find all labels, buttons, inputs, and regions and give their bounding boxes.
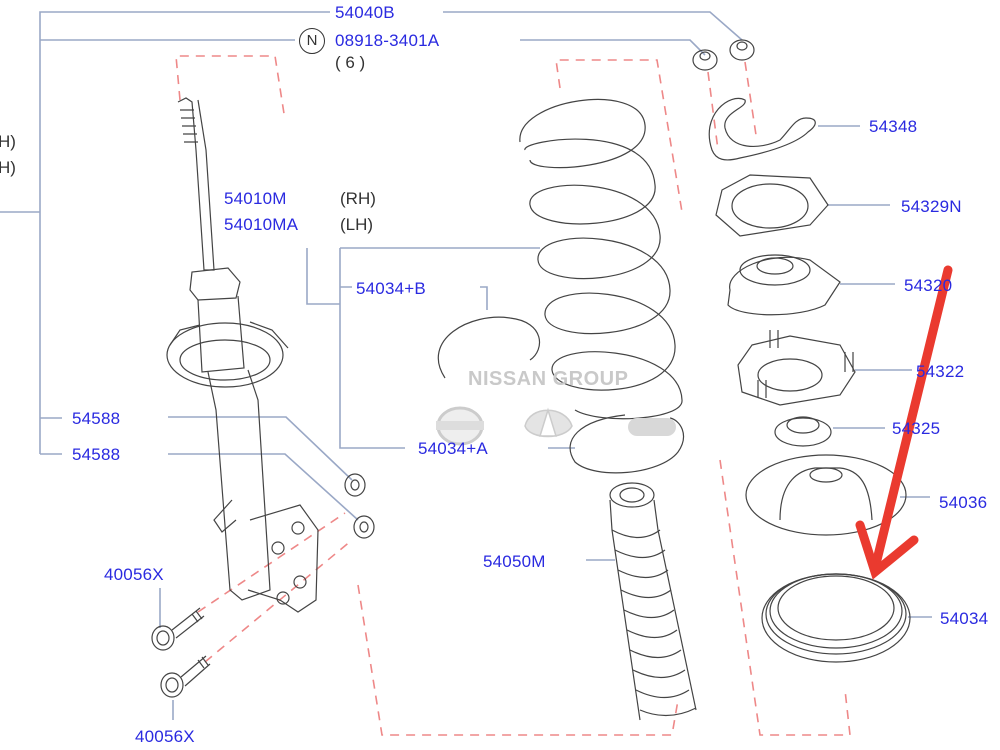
part-label-54010MA[interactable]: 54010MA: [224, 215, 299, 234]
part-label-54034[interactable]: 54034: [940, 609, 989, 628]
part-label-54320[interactable]: 54320: [904, 276, 953, 295]
leader-lines: [0, 11, 932, 720]
bracket-54348: [708, 97, 816, 161]
part-label-54034-b[interactable]: 54034+B: [356, 279, 426, 298]
part-label-54348[interactable]: 54348: [869, 117, 918, 136]
leader-frame-left: [0, 11, 330, 455]
brand-logos: [436, 406, 676, 446]
nut-54588-2: [353, 515, 375, 539]
leader-54040B: [443, 11, 743, 41]
dashed-nut-2: [744, 61, 757, 136]
infiniti-logo: [524, 407, 573, 438]
leader-08918: [520, 39, 706, 56]
part-label-40056X-1[interactable]: 40056X: [104, 565, 164, 584]
part-label-54034-a[interactable]: 54034+A: [418, 439, 488, 458]
quantity-note: ( 6 ): [335, 53, 366, 72]
nut-top-2: [729, 39, 755, 61]
part-label-40056X-2[interactable]: 40056X: [135, 727, 195, 746]
dust-boot-54050M: [609, 482, 697, 721]
mount-54320: [727, 254, 841, 316]
watermark-nissan-group: NISSAN GROUP: [468, 368, 629, 390]
part-label-54325[interactable]: 54325: [892, 419, 941, 438]
spring-seat-clip-a: [569, 414, 684, 474]
side-note-rh-cut: H): [0, 132, 16, 151]
leader-54034B-frame: [339, 247, 540, 449]
line-art: [151, 39, 911, 721]
leader-54588b: [168, 453, 359, 521]
insulator-54034: [761, 573, 911, 663]
strut-assembly: [166, 97, 319, 613]
side-note-lh-cut: H): [0, 158, 16, 177]
bolt-40056X-2: [160, 655, 211, 698]
red-arrow-annotation: [855, 265, 953, 580]
coil-spring: [519, 98, 683, 420]
side-note-lh: (LH): [340, 215, 374, 234]
dashed-spring-group: [555, 59, 683, 213]
dashed-nut-1: [707, 71, 719, 151]
nut-54588-1: [344, 473, 366, 497]
mount-plate-54322: [737, 330, 856, 406]
dashed-bottom-left: [357, 584, 679, 736]
leader-54034B-ring: [480, 286, 488, 310]
part-label-54040B[interactable]: 54040B: [335, 3, 395, 22]
bearing-54325: [774, 416, 832, 447]
leader-54588a: [168, 416, 353, 481]
bolt-40056X-1: [151, 607, 205, 651]
spring-seat-54036: [745, 454, 907, 536]
dashed-strut-top: [175, 55, 286, 121]
part-label-54036[interactable]: 54036: [939, 493, 988, 512]
part-label-54588-2[interactable]: 54588: [72, 445, 121, 464]
spring-seat-clip-b: [437, 316, 541, 379]
dashed-bolt-1: [197, 512, 346, 613]
part-label-08918-3401A[interactable]: 08918-3401A: [335, 31, 440, 50]
new-part-badge: N: [299, 28, 325, 54]
dashed-bottom-right: [719, 459, 851, 736]
datsun-logo: [628, 418, 676, 436]
part-label-54050M[interactable]: 54050M: [483, 552, 546, 571]
side-note-rh: (RH): [340, 189, 376, 208]
part-label-54329N[interactable]: 54329N: [901, 197, 962, 216]
part-label-54322[interactable]: 54322: [916, 362, 965, 381]
part-label-54588-1[interactable]: 54588: [72, 409, 121, 428]
part-label-54010M[interactable]: 54010M: [224, 189, 287, 208]
leader-54010: [306, 248, 340, 305]
nut-top-1: [692, 49, 718, 71]
insulator-54329N: [715, 174, 829, 237]
dashed-assembly-lines: [175, 55, 851, 736]
